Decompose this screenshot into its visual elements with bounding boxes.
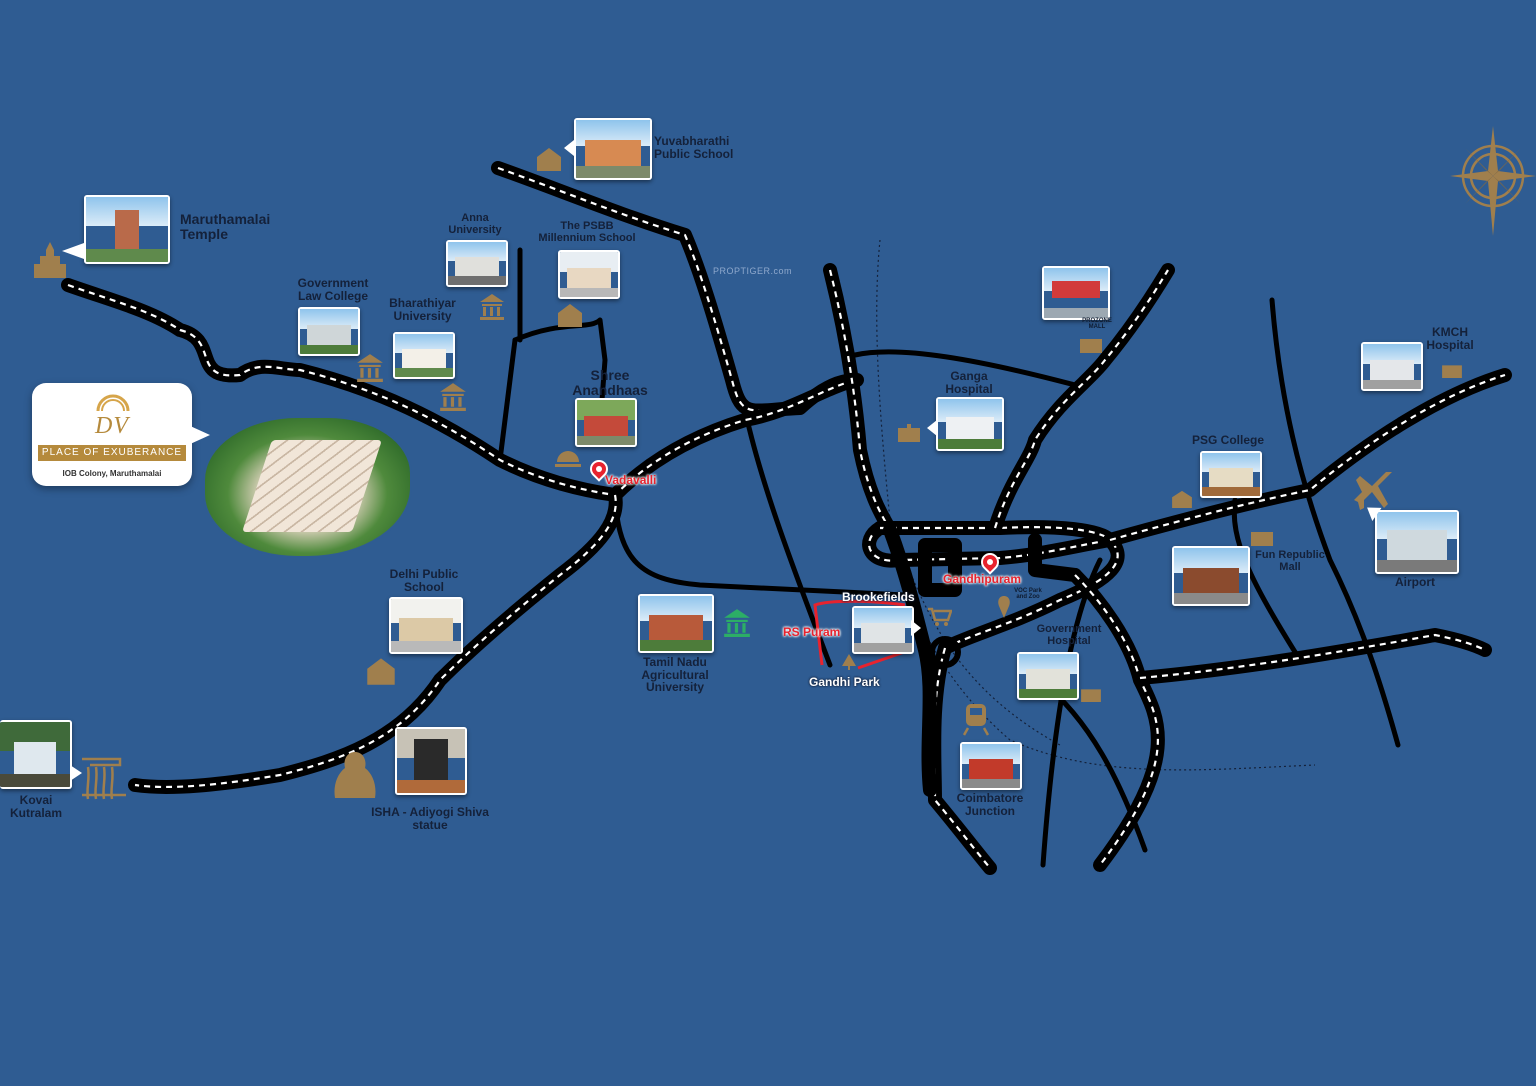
label-maruthamalai: Maruthamalai Temple [180, 211, 271, 242]
photo-coimbatore-jn [960, 742, 1022, 790]
road-anna [497, 337, 518, 463]
label-ganga: Ganga Hospital [945, 369, 993, 396]
hospital-icon [898, 424, 920, 442]
waterfall-icon [82, 757, 126, 800]
road-ganga [852, 349, 1078, 388]
train-icon [963, 704, 989, 736]
university-icon [724, 609, 750, 637]
zoo-icon [998, 596, 1010, 618]
road-central [742, 407, 833, 668]
label-psbb: The PSBB Millennium School [538, 220, 636, 244]
mall-icon [1251, 532, 1273, 546]
photo-isha [395, 727, 467, 795]
label-psg: PSG College [1191, 433, 1265, 447]
brand-tagline: PLACE OF EXUBERANCE [38, 445, 186, 461]
photo-brookefields [852, 606, 914, 654]
mall-icon [1080, 339, 1102, 353]
photo-psbb [558, 250, 620, 299]
photo-yuvabharathi [574, 118, 652, 180]
label-kovai-kutralam: Kovai Kutralam [9, 793, 62, 820]
label-coimbatore-jn: Coimbatore Junction [956, 791, 1024, 818]
major-roads [61, 161, 1512, 875]
road-airport-n [1269, 297, 1401, 748]
label-voc-park: VOC Park and Zoo [1014, 588, 1042, 601]
restaurant-icon [555, 451, 581, 467]
photo-kovai-kutralam [0, 720, 72, 789]
airplane-icon [1354, 472, 1392, 510]
photo-airport [1375, 510, 1459, 574]
label-govt-law: Government Law College [297, 276, 369, 303]
brand-logo-text: DV [95, 413, 129, 439]
university-icon [357, 354, 383, 382]
university-icon [440, 383, 466, 411]
school-icon [558, 304, 582, 327]
roundabout [929, 636, 961, 668]
photo-shree-anandhaas [575, 398, 637, 447]
shopping-cart-icon [928, 607, 952, 626]
hospital-icon [1442, 365, 1462, 378]
photo-fun-republic [1172, 546, 1250, 606]
watermark-text: PROPTIGER.com [713, 266, 793, 276]
label-delhi-public: Delhi Public School [389, 567, 459, 594]
temple-icon [34, 242, 66, 278]
callout-tail [188, 425, 210, 445]
callout-tail [564, 140, 574, 156]
label-gandhipuram[interactable]: Gandhipuram [943, 572, 1022, 586]
school-icon [1172, 490, 1192, 508]
label-airport: Airport [1395, 575, 1435, 589]
label-shree-anandhaas: Shree Anandhaas [572, 367, 648, 398]
photo-ganga [936, 397, 1004, 451]
photo-psg [1200, 451, 1262, 498]
university-icon [480, 294, 504, 320]
photo-delhi-public [389, 597, 463, 654]
callout-tail [62, 243, 84, 259]
hospital-icon [1081, 689, 1101, 702]
photo-govt-hospital [1017, 652, 1079, 700]
label-prozone: PROZONE MALL [1082, 318, 1112, 331]
park-icon [842, 654, 856, 670]
label-bharathiyar: Bharathiyar University [389, 296, 456, 323]
label-vadavalli[interactable]: Vadavalli [605, 473, 657, 487]
photo-tnau [638, 594, 714, 653]
label-govt-hospital: Government Hospital [1036, 623, 1102, 647]
callout-tail [927, 420, 937, 436]
railway-line-branch [904, 559, 1061, 746]
label-brookefields[interactable]: Brookefields [842, 590, 915, 604]
label-gandhi-park[interactable]: Gandhi Park [809, 675, 880, 689]
photo-bharathiyar [393, 332, 455, 379]
school-icon [367, 658, 395, 685]
brand-location: IOB Colony, Maruthamalai [62, 469, 162, 478]
label-kmch: KMCH Hospital [1426, 325, 1474, 352]
school-icon [537, 148, 561, 171]
photo-anna-university [446, 240, 508, 287]
callout-tail [911, 620, 921, 636]
photo-maruthamalai [84, 195, 170, 264]
label-isha: ISHA - Adiyogi Shiva statue [371, 805, 489, 832]
photo-govt-law [298, 307, 360, 356]
label-fun-republic: Fun Republic Mall [1255, 549, 1325, 573]
railway-line [876, 239, 1316, 771]
project-logo-card[interactable]: DV PLACE OF EXUBERANCE IOB Colony, Marut… [32, 383, 210, 486]
label-yuvabharathi: Yuvabharathi Public School [654, 134, 734, 161]
photo-prozone [1042, 266, 1110, 320]
label-tnau: Tamil Nadu Agricultural University [641, 655, 709, 695]
sun-logo-icon [96, 394, 130, 412]
project-render-image [205, 418, 410, 556]
photo-kmch [1361, 342, 1423, 391]
callout-tail [70, 765, 82, 781]
statue-icon [334, 752, 376, 798]
label-rs-puram[interactable]: RS Puram [783, 625, 841, 639]
label-anna-university: Anna University [448, 212, 502, 236]
compass-icon [1450, 126, 1536, 236]
road-tnau [612, 497, 908, 598]
